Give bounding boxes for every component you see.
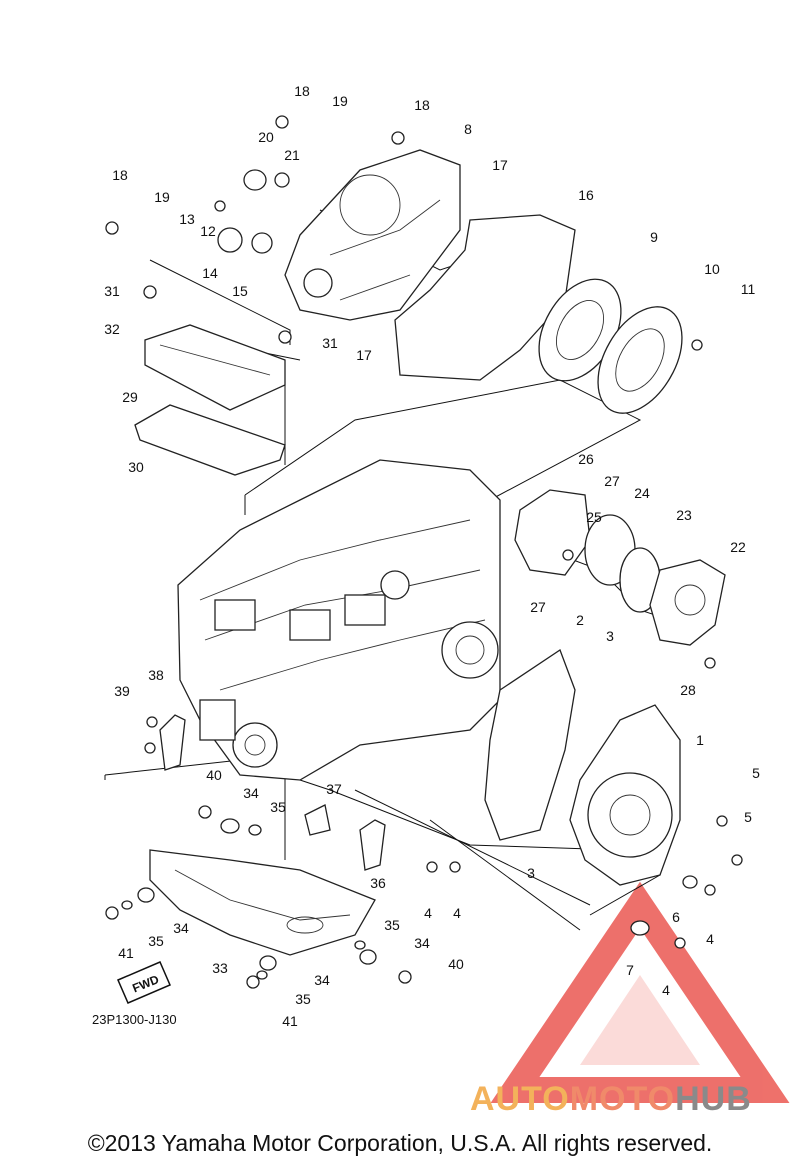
watermark-part1: AUTO (470, 1080, 570, 1118)
callout-4: 4 (706, 931, 714, 947)
callout-34: 34 (414, 935, 430, 951)
callout-18: 18 (112, 167, 128, 183)
callout-41: 41 (118, 945, 134, 961)
callout-26: 26 (578, 451, 594, 467)
callout-27: 27 (604, 473, 620, 489)
callout-37: 37 (326, 781, 342, 797)
callout-29: 29 (122, 389, 138, 405)
watermark-part3: HUB (675, 1080, 752, 1118)
callout-8: 8 (464, 121, 472, 137)
callout-9: 9 (650, 229, 658, 245)
head-cover-29 (144, 324, 286, 411)
callout-17: 17 (356, 347, 372, 363)
gasket-2 (484, 649, 576, 841)
skid-plate-33 (149, 849, 376, 956)
bracket-38 (159, 714, 186, 771)
callout-30: 30 (128, 459, 144, 475)
callout-40: 40 (448, 956, 464, 972)
callout-3: 3 (527, 865, 535, 881)
callout-23: 23 (676, 507, 692, 523)
callout-21: 21 (284, 147, 300, 163)
sensor-37 (304, 804, 331, 836)
drawing-code: 23P1300-J130 (92, 1012, 177, 1027)
callout-2: 2 (576, 612, 584, 628)
watermark-text: AUTOMOTOHUB (470, 1080, 752, 1119)
callout-1: 1 (696, 732, 704, 748)
callout-39: 39 (114, 683, 130, 699)
generator-cover-1 (569, 704, 681, 886)
callout-28: 28 (680, 682, 696, 698)
callout-27: 27 (530, 599, 546, 615)
callout-34: 34 (314, 972, 330, 988)
callout-3: 3 (606, 628, 614, 644)
callout-32: 32 (104, 321, 120, 337)
fasteners (105, 115, 743, 989)
callout-35: 35 (270, 799, 286, 815)
callout-16: 16 (578, 187, 594, 203)
crankcase-assembly (177, 459, 501, 781)
callout-19: 19 (154, 189, 170, 205)
forward-direction-arrow: FWD (117, 961, 171, 1004)
callout-20: 20 (258, 129, 274, 145)
watermark-logo (490, 881, 790, 1103)
callout-36: 36 (370, 875, 386, 891)
gasket-16 (394, 214, 576, 381)
bracket-36 (359, 819, 386, 871)
callout-6: 6 (672, 909, 680, 925)
callout-18: 18 (414, 97, 430, 113)
callout-38: 38 (148, 667, 164, 683)
callout-10: 10 (704, 261, 720, 277)
gasket-30 (134, 404, 286, 476)
callout-33: 33 (212, 960, 228, 976)
callout-4: 4 (424, 905, 432, 921)
cover-22 (649, 559, 726, 646)
callout-25: 25 (586, 509, 602, 525)
callout-4: 4 (662, 982, 670, 998)
callout-7: 7 (626, 962, 634, 978)
copyright-notice: ©2013 Yamaha Motor Corporation, U.S.A. A… (87, 1130, 713, 1156)
callout-35: 35 (384, 917, 400, 933)
crankcase-cover-right (284, 149, 461, 321)
callout-5: 5 (744, 809, 752, 825)
callout-18: 18 (294, 83, 310, 99)
callout-41: 41 (282, 1013, 298, 1029)
callout-34: 34 (243, 785, 259, 801)
callout-24: 24 (634, 485, 650, 501)
callout-11: 11 (741, 281, 756, 297)
callout-15: 15 (232, 283, 248, 299)
callout-31: 31 (322, 335, 338, 351)
watermark-part2: MOTO (569, 1080, 676, 1118)
callout-19: 19 (332, 93, 348, 109)
callout-40: 40 (206, 767, 222, 783)
callout-35: 35 (148, 933, 164, 949)
grommets (121, 169, 698, 980)
callout-12: 12 (200, 223, 216, 239)
callout-35: 35 (295, 991, 311, 1007)
cover-plate-10 (597, 306, 683, 414)
callout-5: 5 (752, 765, 760, 781)
callout-14: 14 (202, 265, 218, 281)
callout-13: 13 (179, 211, 195, 227)
callout-4: 4 (453, 905, 461, 921)
callout-31: 31 (104, 283, 120, 299)
callout-34: 34 (173, 920, 189, 936)
callout-22: 22 (730, 539, 746, 555)
callout-17: 17 (492, 157, 508, 173)
